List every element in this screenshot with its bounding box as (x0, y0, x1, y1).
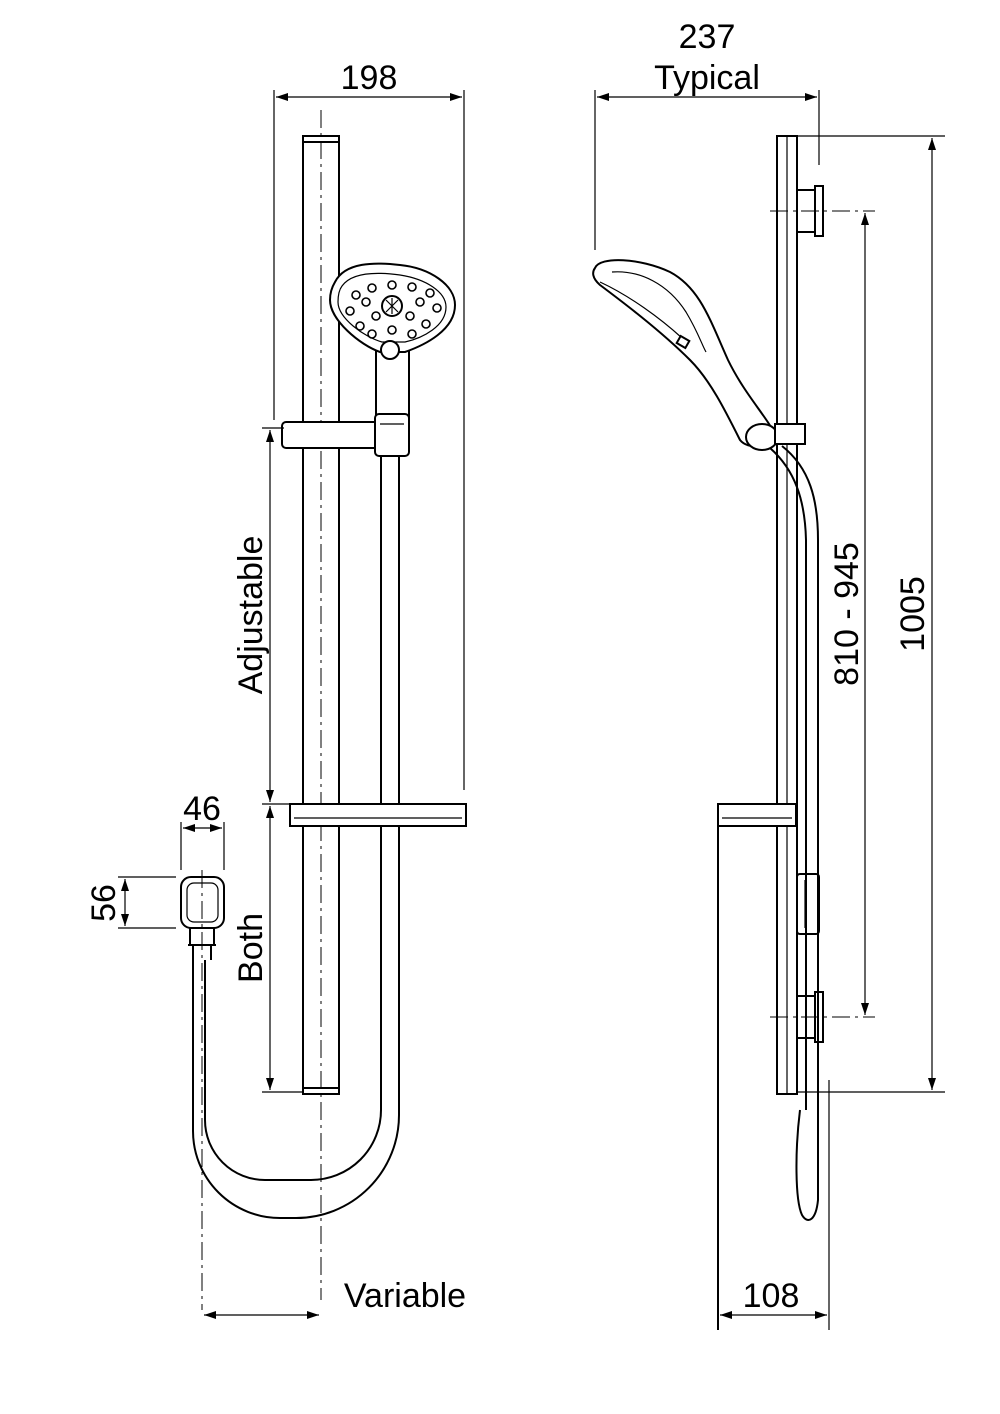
rail-length-label: 1005 (894, 576, 932, 652)
bracket-span-dimension: 810 - 945 (828, 213, 869, 1015)
slide-rail (302, 110, 340, 1300)
spray-nozzles (345, 280, 442, 339)
soap-dish (289, 803, 467, 827)
hand-shower (328, 262, 457, 426)
side-soap-dish (717, 803, 797, 1330)
depth-dimension: 237 Typical (594, 18, 820, 250)
wall-elbow (180, 870, 225, 1310)
variable-dimension: Variable (204, 1277, 466, 1319)
side-view: 237 Typical (592, 18, 945, 1330)
width-dimension: 198 (273, 59, 465, 790)
width-dim-label: 198 (341, 59, 398, 97)
side-hose (769, 445, 819, 1221)
elbow-height-dimension: 56 (85, 876, 176, 929)
adjustable-dimension: Adjustable Both (232, 427, 303, 1093)
depth-sub-label: Typical (654, 59, 760, 97)
base-depth-dimension: 108 (720, 1080, 830, 1330)
side-rail (776, 135, 945, 1095)
slider-bracket (281, 413, 410, 457)
rail-length-dimension: 1005 (894, 138, 936, 1090)
side-elbow (796, 873, 820, 935)
depth-dim-label: 237 (679, 18, 736, 56)
side-hand-shower (592, 259, 806, 451)
both-label: Both (232, 913, 270, 983)
bracket-span-label: 810 - 945 (828, 542, 866, 686)
top-wall-bracket (770, 185, 875, 237)
shower-hose (192, 455, 400, 1219)
front-view: 198 (85, 59, 467, 1319)
elbow-width-label: 46 (183, 790, 221, 828)
adjustable-label: Adjustable (232, 536, 270, 695)
elbow-width-dimension: 46 (180, 790, 225, 870)
elbow-height-label: 56 (85, 884, 123, 922)
variable-label: Variable (344, 1277, 466, 1315)
base-depth-label: 108 (743, 1277, 800, 1315)
